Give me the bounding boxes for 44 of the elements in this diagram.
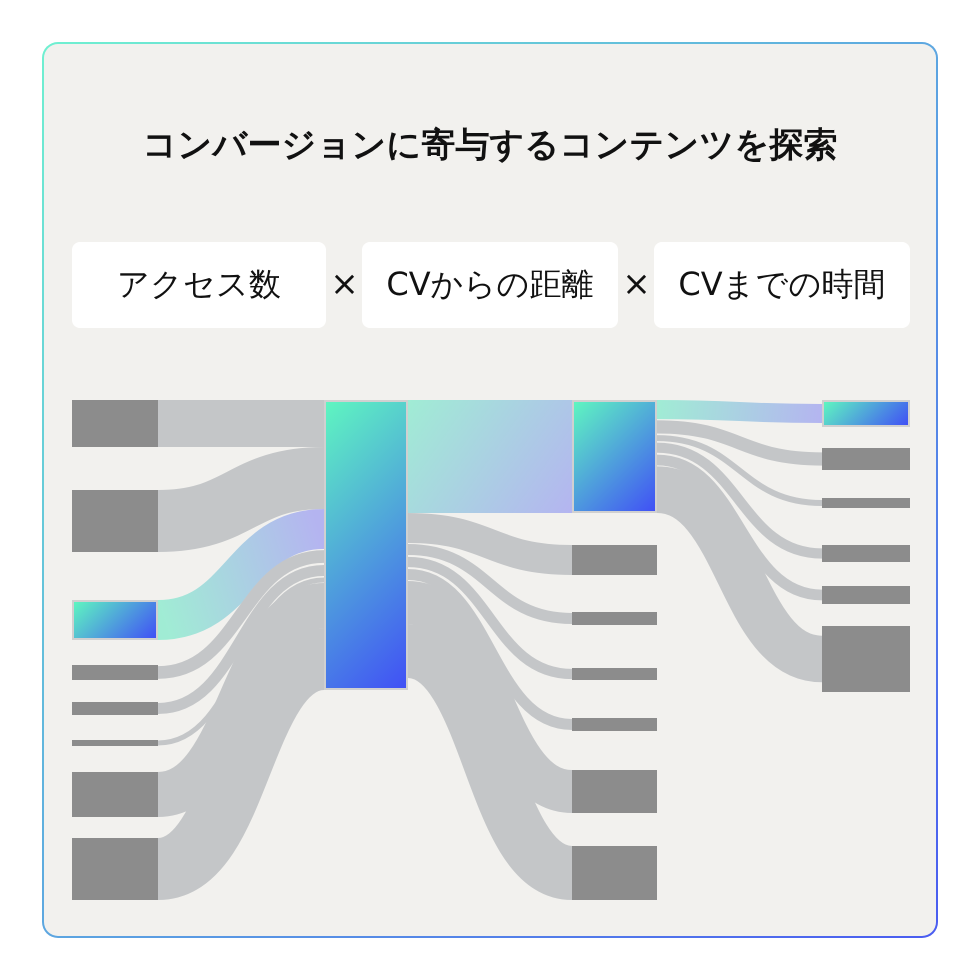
sankey-bar	[72, 665, 158, 680]
sankey-flow	[656, 435, 822, 506]
sankey-flow	[158, 577, 324, 746]
sankey-flow	[157, 550, 325, 679]
sankey-flow	[656, 420, 822, 466]
sankey-flow	[408, 400, 572, 513]
sankey-bar	[572, 668, 657, 680]
sankey-bar	[72, 400, 158, 447]
sankey-bar	[72, 838, 158, 900]
sankey-bar	[822, 498, 910, 508]
label-box: アクセス数	[72, 242, 326, 328]
sankey-bar	[72, 490, 158, 552]
title: コンバージョンに寄与するコンテンツを探索	[142, 124, 838, 167]
sankey-flow	[656, 442, 823, 559]
sankey-bar	[324, 400, 408, 690]
sankey-flow	[408, 513, 572, 575]
sankey-flow	[158, 400, 324, 447]
sankey-bar	[822, 400, 910, 427]
sankey-bar	[822, 626, 910, 692]
sankey-flow	[156, 509, 326, 640]
sankey-bar	[572, 612, 657, 625]
sankey-bar	[822, 545, 910, 562]
sankey-bar	[822, 586, 910, 604]
sankey-bar	[572, 718, 657, 731]
sankey-flow	[157, 565, 325, 714]
sankey-flow	[408, 544, 572, 624]
sankey-flow	[656, 400, 822, 424]
sankey-bar	[572, 770, 657, 813]
sankey-flow	[407, 569, 573, 730]
label-box: CVまでの時間	[654, 242, 910, 328]
sankey-flow	[656, 454, 823, 600]
sankey-bar	[822, 448, 910, 470]
label-box: CVからの距離	[362, 242, 618, 328]
sankey-bar	[72, 600, 158, 640]
sankey-flow	[156, 447, 326, 552]
multiply-sign: ×	[621, 264, 652, 304]
sankey-bar	[72, 772, 158, 817]
sankey-bar	[572, 545, 657, 575]
multiply-sign: ×	[329, 264, 360, 304]
sankey-flow	[407, 556, 573, 680]
sankey-bar	[72, 740, 158, 746]
sankey-bar	[572, 846, 657, 900]
sankey-bar	[72, 702, 158, 715]
sankey-bar	[572, 400, 657, 513]
